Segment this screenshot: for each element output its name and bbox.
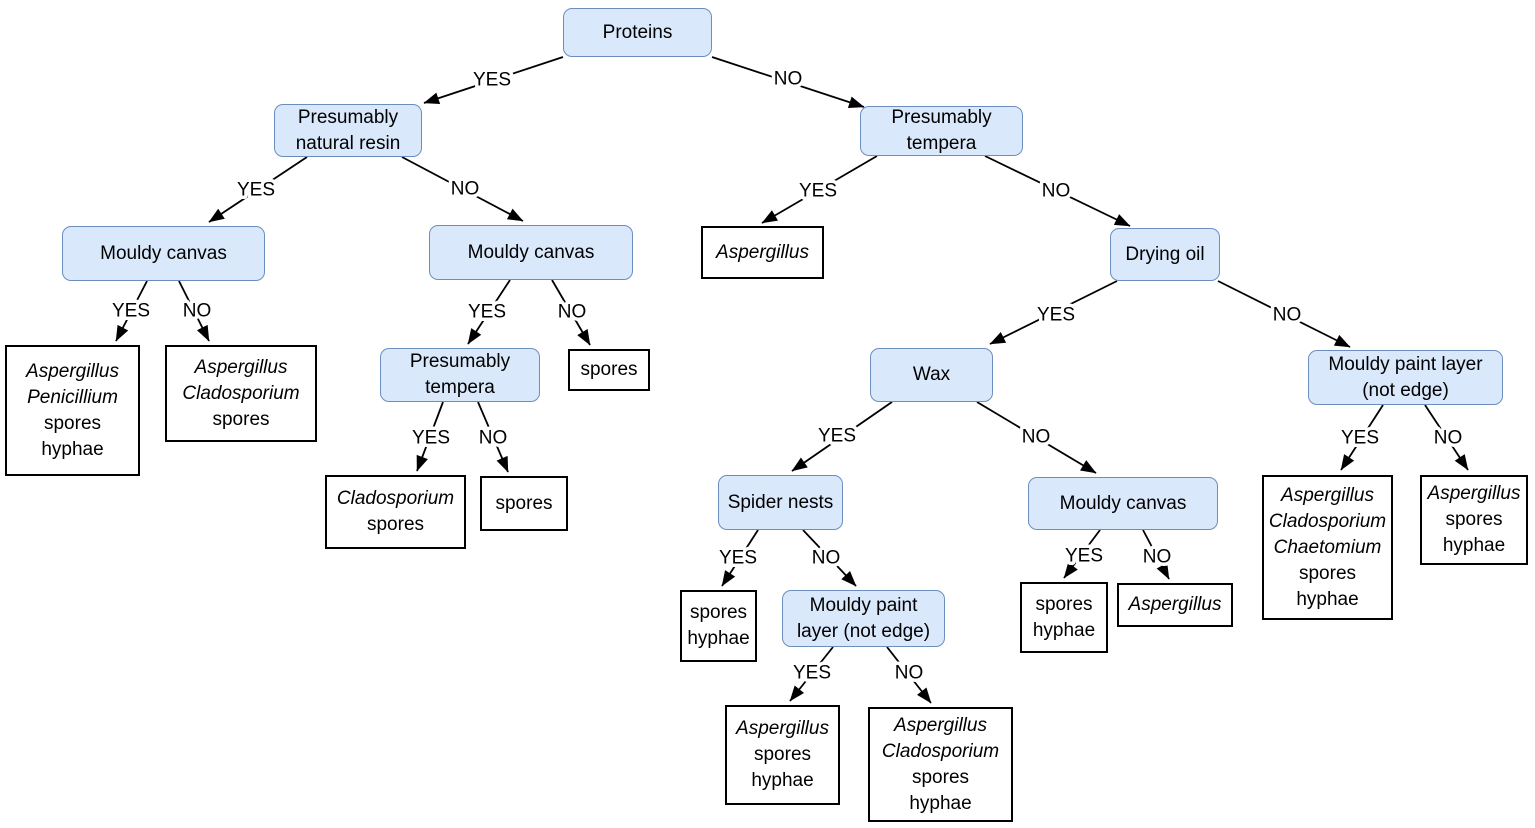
edge-label-yes: YES	[793, 663, 831, 684]
edge-label-no: NO	[1434, 428, 1463, 449]
edge-mouldy-canvas-right-to-spores-hyphae-2	[1063, 529, 1101, 579]
edge-label-yes: YES	[1065, 546, 1103, 567]
edge-label-yes: YES	[473, 70, 511, 91]
edge-label-yes: YES	[412, 428, 450, 449]
edge-label-yes: YES	[799, 181, 837, 202]
edge-tempera-mid-to-spores-2	[477, 401, 509, 473]
edge-label-no: NO	[1042, 181, 1071, 202]
edge-mouldy-canvas-left-to-asp-cladosporium-spores	[178, 280, 210, 342]
edge-label-no: NO	[774, 69, 803, 90]
edge-mouldy-canvas-mid-to-spores-1	[551, 279, 591, 346]
edge-natural-resin-to-mouldy-canvas-mid	[401, 156, 524, 222]
edge-wax-to-mouldy-canvas-right	[976, 401, 1097, 474]
edge-mouldy-paint-layer-right-to-asp-spores-hyphae-2	[1424, 404, 1469, 471]
edge-spider-nests-to-spores-hyphae-1	[721, 529, 759, 587]
edge-proteins-to-natural-resin	[423, 56, 564, 104]
edge-mouldy-canvas-mid-to-tempera-mid	[467, 279, 511, 345]
edge-label-no: NO	[812, 548, 841, 569]
edge-label-yes: YES	[1037, 305, 1075, 326]
edge-label-yes: YES	[818, 426, 856, 447]
edge-label-no: NO	[895, 663, 924, 684]
edge-natural-resin-to-mouldy-canvas-left	[208, 156, 308, 223]
edge-label-yes: YES	[468, 302, 506, 323]
edge-label-no: NO	[558, 302, 587, 323]
edge-label-yes: YES	[719, 548, 757, 569]
edge-tempera-right-to-drying-oil	[984, 155, 1131, 227]
edge-label-yes: YES	[1341, 428, 1379, 449]
edge-label-no: NO	[451, 179, 480, 200]
edge-label-no: NO	[1273, 305, 1302, 326]
edge-tempera-mid-to-cladosporium-spores	[416, 401, 444, 472]
edge-mouldy-paint-layer-small-to-asp-spores-hyphae-1	[789, 646, 834, 702]
edge-mouldy-canvas-right-to-aspergillus-canvas	[1142, 529, 1170, 580]
edge-label-yes: YES	[237, 180, 275, 201]
edge-label-no: NO	[183, 301, 212, 322]
edge-label-no: NO	[1022, 427, 1051, 448]
edge-label-no: NO	[1143, 547, 1172, 568]
edge-label-yes: YES	[112, 301, 150, 322]
edge-label-no: NO	[479, 428, 508, 449]
edge-drying-oil-to-mouldy-paint-layer-right	[1217, 280, 1351, 348]
edge-wax-to-spider-nests	[791, 401, 893, 472]
edge-proteins-to-tempera-right	[711, 56, 865, 109]
edge-mouldy-paint-layer-small-to-asp-cladosporium-spores-hyphae	[886, 646, 932, 704]
edge-spider-nests-to-mouldy-paint-layer-small	[802, 529, 857, 587]
edge-drying-oil-to-wax	[989, 280, 1118, 345]
edge-mouldy-paint-layer-right-to-asp-clado-chaetomium-spores-hyphae	[1340, 404, 1384, 471]
edge-mouldy-canvas-left-to-asp-penicillium-spores-hyphae	[115, 280, 148, 342]
edge-tempera-right-to-aspergillus-tempera	[761, 155, 878, 224]
